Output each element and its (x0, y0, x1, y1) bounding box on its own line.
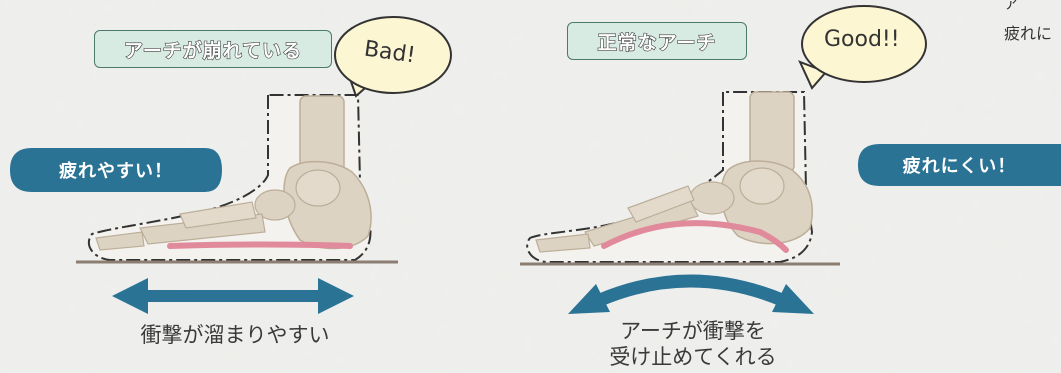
left-caption: 衝撃が溜まりやすい (140, 323, 330, 347)
right-pill-shape (858, 144, 1061, 186)
tires-easily-badge: 疲れやすい！ (10, 148, 222, 192)
tires-less-label: 疲れにくい！ (902, 156, 1017, 177)
good-speech-bubble (798, 5, 927, 90)
left-double-arrow (112, 278, 354, 314)
arch-collapsed-tag: アーチが崩れている (94, 30, 332, 68)
right-curved-arrow (568, 274, 814, 314)
good-bubble-label: Good!! (824, 27, 900, 52)
left-pill-shape (10, 148, 222, 192)
right-caption-line1: アーチが衝撃を (620, 319, 766, 343)
corner-fragment-top: ア (1004, 0, 1018, 13)
flat-foot-illustration (76, 94, 398, 264)
tires-easily-label: 疲れやすい！ (59, 161, 173, 182)
tires-less-badge: 疲れにくい！ (858, 144, 1061, 186)
bad-speech-bubble (334, 16, 452, 98)
corner-fragment-text: 疲れに (1004, 24, 1053, 43)
arch-collapsed-tag-label: アーチが崩れている (123, 39, 303, 62)
normal-foot-illustration (520, 91, 840, 266)
normal-arch-tag: 正常なアーチ (567, 22, 747, 60)
right-caption: アーチが衝撃を 受け止めてくれる (578, 318, 808, 370)
normal-arch-tag-label: 正常なアーチ (597, 31, 717, 54)
right-caption-line2: 受け止めてくれる (609, 345, 777, 369)
